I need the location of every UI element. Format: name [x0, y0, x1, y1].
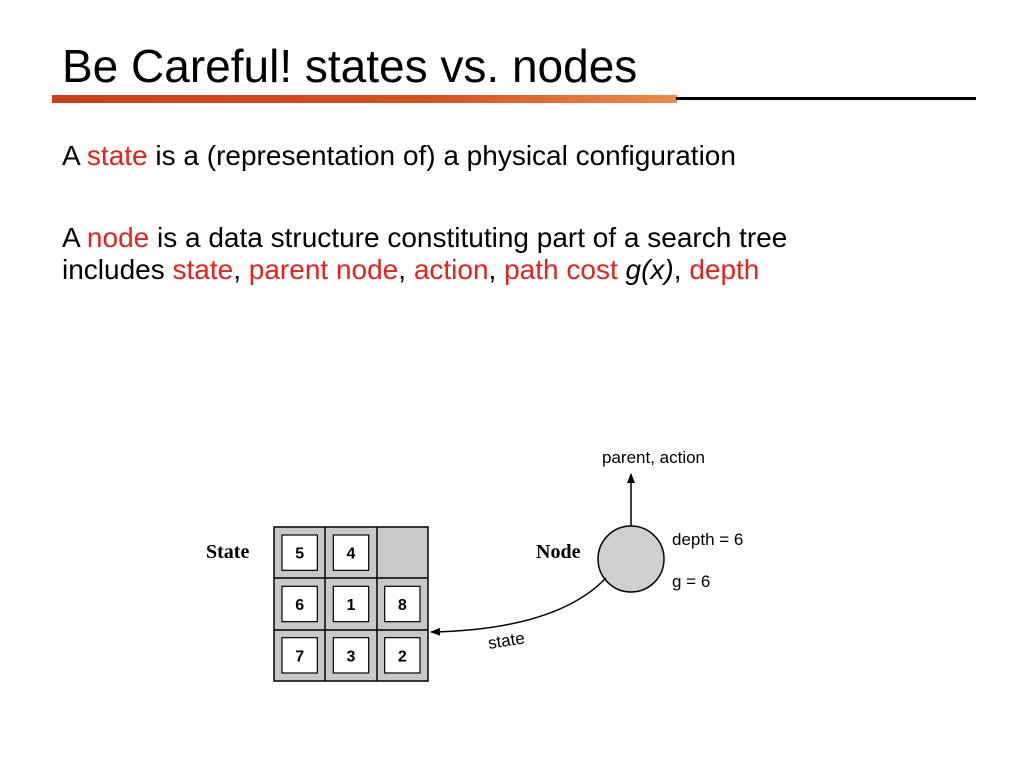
state-definition-text: is a (representation of) a physical conf… [147, 140, 736, 171]
node-definition-text: is a data structure constituting part of… [149, 222, 788, 253]
puzzle-tile-number: 5 [295, 546, 304, 563]
term-action: action [413, 254, 489, 285]
puzzle-tile [332, 585, 370, 623]
puzzle-tile-number: 8 [398, 597, 407, 614]
node-definition: A node is a data structure constituting … [62, 222, 787, 254]
puzzle-tile [332, 534, 370, 571]
separator: , [398, 254, 414, 285]
puzzle-grid: 5 4 6 1 8 7 3 2 [273, 526, 429, 682]
puzzle-tile-number: 4 [347, 546, 356, 563]
term-gx: g(x) [625, 254, 674, 285]
puzzle-tile [332, 637, 370, 674]
separator: , [488, 254, 505, 285]
puzzle-tile [281, 637, 318, 674]
term-parent-node: parent node [248, 254, 399, 285]
state-arrow-label: state [487, 628, 526, 653]
puzzle-tile [281, 534, 318, 571]
term-state: state [86, 140, 148, 171]
title-underline-rule [676, 97, 976, 100]
node-circle [597, 525, 665, 593]
depth-label: depth = 6 [672, 530, 743, 549]
node-includes: includes state, parent node, action, pat… [62, 254, 759, 286]
slide-title: Be Careful! states vs. nodes [62, 40, 638, 92]
text-a: A [62, 140, 87, 171]
g-label: g = 6 [672, 572, 710, 591]
puzzle-tile [281, 585, 318, 623]
puzzle-tile-number: 1 [347, 597, 356, 614]
puzzle-tile [384, 637, 421, 674]
puzzle-tile-number: 3 [347, 648, 356, 665]
puzzle-tile-number: 2 [398, 648, 407, 665]
text-includes: includes [62, 254, 173, 285]
separator: , [673, 254, 690, 285]
state-arrow [430, 577, 607, 636]
term-state: state [172, 254, 234, 285]
puzzle-tile [384, 585, 421, 623]
node-label: Node [536, 541, 581, 563]
text-a: A [62, 222, 87, 253]
state-definition: A state is a (representation of) a physi… [62, 140, 736, 172]
puzzle-tile-number: 6 [295, 597, 304, 614]
puzzle-tile-number: 7 [295, 648, 304, 665]
title-underline-accent [52, 95, 677, 103]
term-depth: depth [689, 254, 760, 285]
term-node: node [86, 222, 150, 253]
term-path-cost: path cost [504, 254, 618, 285]
separator: , [233, 254, 249, 285]
state-label: State [206, 541, 249, 563]
parent-action-label: parent, action [602, 448, 705, 467]
